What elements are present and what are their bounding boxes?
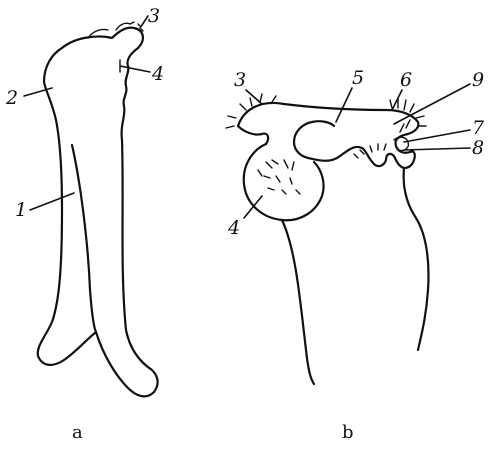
panel-a-inner-line xyxy=(72,145,96,332)
panel-b-left-stalk xyxy=(282,220,314,384)
leader-a-4 xyxy=(120,66,150,72)
panel-b-head-outline xyxy=(238,103,418,168)
caption-b: b xyxy=(342,422,354,443)
panel-b-lower-body xyxy=(244,144,324,220)
leader-b-5 xyxy=(336,88,352,122)
label-b-4: 4 xyxy=(227,217,240,239)
label-a-4: 4 xyxy=(151,63,164,85)
leader-b-8 xyxy=(404,148,470,150)
panel-b-notch xyxy=(238,126,268,144)
panel-a-outline xyxy=(38,28,158,397)
panel-b-spikes-left xyxy=(226,94,276,128)
label-b-3: 3 xyxy=(234,69,246,91)
label-b-7: 7 xyxy=(472,117,485,139)
leader-b-6 xyxy=(392,90,402,110)
panel-b-right-stalk xyxy=(404,168,429,350)
caption-a: a xyxy=(72,422,83,443)
panel-b-inner-marks xyxy=(258,160,300,194)
leader-a-1 xyxy=(30,193,74,210)
label-a-2: 2 xyxy=(5,87,18,109)
label-b-8: 8 xyxy=(472,137,484,159)
panel-a: 1 2 3 4 a xyxy=(5,5,164,443)
label-b-5: 5 xyxy=(352,67,364,89)
label-b-6: 6 xyxy=(400,69,412,91)
panel-b: 3 4 5 6 7 8 9 b xyxy=(226,67,485,443)
label-a-1: 1 xyxy=(15,199,27,221)
label-b-9: 9 xyxy=(472,69,484,91)
leader-a-3 xyxy=(140,16,148,28)
label-a-3: 3 xyxy=(148,5,160,27)
leader-b-4 xyxy=(244,196,262,218)
leader-b-3 xyxy=(246,90,262,104)
